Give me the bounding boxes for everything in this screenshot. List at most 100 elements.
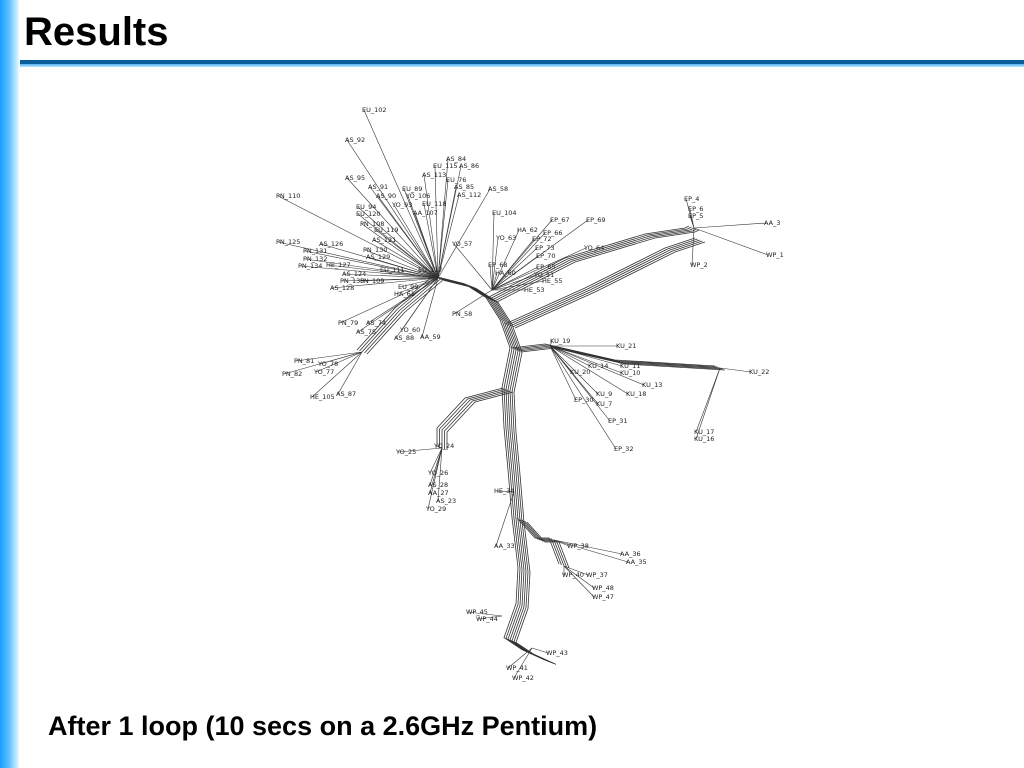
edge-aa-107 <box>414 212 439 279</box>
edge-wp-41 <box>507 647 533 669</box>
leaf-label-pn-79: PN_79 <box>338 319 358 327</box>
slide-caption: After 1 loop (10 secs on a 2.6GHz Pentiu… <box>48 711 598 741</box>
edge-as-113 <box>423 174 439 279</box>
edge-ep-70 <box>491 255 539 291</box>
leaf-label-ku-7: KU_7 <box>596 400 612 408</box>
left-accent-bar <box>0 0 20 768</box>
leaf-label-wp-45: WP_45 <box>466 608 488 616</box>
leaf-label-ku-10: KU_10 <box>620 369 640 377</box>
leaf-label-as-88: AS_88 <box>394 334 414 342</box>
leaf-label-eu-115: EU_115 <box>433 162 458 170</box>
leaf-label-as-84: AS_84 <box>446 155 466 163</box>
leaf-label-as-126: AS_126 <box>319 240 343 248</box>
arm-1-band-strand-3 <box>512 240 703 328</box>
leaf-label-wp-1: WP_1 <box>766 251 784 259</box>
arm-4-band-strand-0 <box>356 275 434 351</box>
leaf-label-aa-27: AA_27 <box>428 489 449 497</box>
leaf-label-yo-106: YO_106 <box>405 192 430 200</box>
edge-eu-76 <box>437 179 449 279</box>
arm-5-band-strand-4 <box>526 521 570 569</box>
arm-2-band-strand-1 <box>513 344 718 368</box>
edge-ep-5 <box>689 215 695 229</box>
edge-pn-108 <box>361 223 439 279</box>
edge-yo-93 <box>393 204 439 279</box>
arm-0-band-strand-2 <box>491 227 695 301</box>
edge-pn-79 <box>339 277 439 324</box>
leaf-label-ha-62: HA_62 <box>517 226 538 234</box>
leaf-label-ku-18: KU_18 <box>626 390 646 398</box>
leaf-label-ep-70: EP_70 <box>536 252 556 260</box>
edge-ep-32 <box>549 345 617 450</box>
edge-pn-134 <box>299 265 439 279</box>
leaf-label-wp-47: WP_47 <box>592 593 614 601</box>
leaf-label-yo-63: YO_63 <box>495 234 516 242</box>
leaf-label-as-75: AS_75 <box>356 328 376 336</box>
leaf-label-eu-94: EU_94 <box>356 203 376 211</box>
edge-as-128 <box>331 277 439 289</box>
leaf-label-pn-131: PN_131 <box>303 247 327 255</box>
edge-wp-42 <box>513 647 533 679</box>
leaf-label-wp-37: WP_37 <box>586 571 608 579</box>
edge-as-75 <box>357 277 439 333</box>
leaf-label-ku-17: KU_17 <box>694 428 714 436</box>
edge-yo-63 <box>491 237 499 291</box>
arm-2-band-strand-2 <box>515 345 721 369</box>
leaf-label-eu-111: EU_111 <box>380 266 405 274</box>
edge-ku-16 <box>695 367 721 440</box>
leaf-label-ep-31: EP_31 <box>608 417 628 425</box>
leaf-label-he-55: HE_55 <box>542 277 563 285</box>
leaf-label-aa-33: AA_33 <box>494 542 515 550</box>
edge-eu-111 <box>381 269 439 279</box>
leaf-label-yo-64: YO_64 <box>583 244 604 252</box>
leaf-label-ku-22: KU_22 <box>749 368 769 376</box>
arm-5-band-strand-1 <box>519 518 562 566</box>
edge-eu-118 <box>423 203 439 279</box>
arm-1-band-strand-0 <box>504 237 696 325</box>
edge-eu-102 <box>363 109 439 279</box>
edge-ku-11 <box>549 345 623 367</box>
edge-ep-30 <box>549 345 577 401</box>
leaf-label-wp-41: WP_41 <box>506 664 528 672</box>
arm-5-band-strand-0 <box>516 517 560 565</box>
arm-3-band-strand-2 <box>441 389 509 448</box>
leaf-label-pn-134: PN_134 <box>298 262 322 270</box>
leaf-label-yo-57: YO_57 <box>451 240 472 248</box>
edge-as-124 <box>343 273 439 279</box>
edge-as-95 <box>346 177 439 279</box>
leaf-label-as-58: AS_58 <box>488 185 508 193</box>
leaf-label-ep-72: EP_72 <box>532 235 552 243</box>
leaf-label-pn-58: PN_58 <box>452 310 472 318</box>
leaf-label-eu-99: EU_99 <box>398 283 418 291</box>
edge-aa-36 <box>553 539 623 555</box>
leaf-label-ep-68: EP_68 <box>488 261 508 269</box>
leaf-label-as-95: AS_95 <box>345 174 365 182</box>
leaf-label-as-87: AS_87 <box>336 390 356 398</box>
leaf-label-wp-43: WP_43 <box>546 649 568 657</box>
arm-4-band-strand-2 <box>361 277 439 353</box>
edge-wp-43 <box>531 647 549 654</box>
leaf-label-he-53: HE_53 <box>524 286 545 294</box>
edge-wp-45 <box>467 611 503 617</box>
leaf-label-ku-19: KU_19 <box>550 337 570 345</box>
edge-ku-13 <box>549 345 645 386</box>
edge-pn-130 <box>364 249 439 279</box>
leaf-label-as-124: AS_124 <box>342 270 366 278</box>
edge-pn-81 <box>295 351 363 362</box>
arm-3-band-strand-0 <box>436 387 504 446</box>
edge-ku-19 <box>549 340 553 347</box>
edge-wp-1 <box>693 227 769 256</box>
arm-2-band-strand-3 <box>518 346 723 370</box>
slide-title: Results <box>24 10 169 54</box>
leaf-label-as-128: AS_128 <box>330 284 354 292</box>
leaf-label-as-90: AS_90 <box>376 192 396 200</box>
arm-1-band-strand-4 <box>514 241 706 329</box>
arm-3-band-strand-4 <box>446 391 514 450</box>
edge-eu-94 <box>357 206 439 279</box>
leaf-label-ku-14: KU_14 <box>588 362 608 370</box>
edge-yo-29 <box>427 447 443 510</box>
leaf-label-ep-69: EP_69 <box>586 216 606 224</box>
leaf-label-as-113: AS_113 <box>422 171 446 179</box>
central-band-strand-6 <box>443 280 557 665</box>
leaf-label-aa-3: AA_3 <box>764 219 780 227</box>
leaf-label-pn-130: PN_130 <box>363 246 387 254</box>
